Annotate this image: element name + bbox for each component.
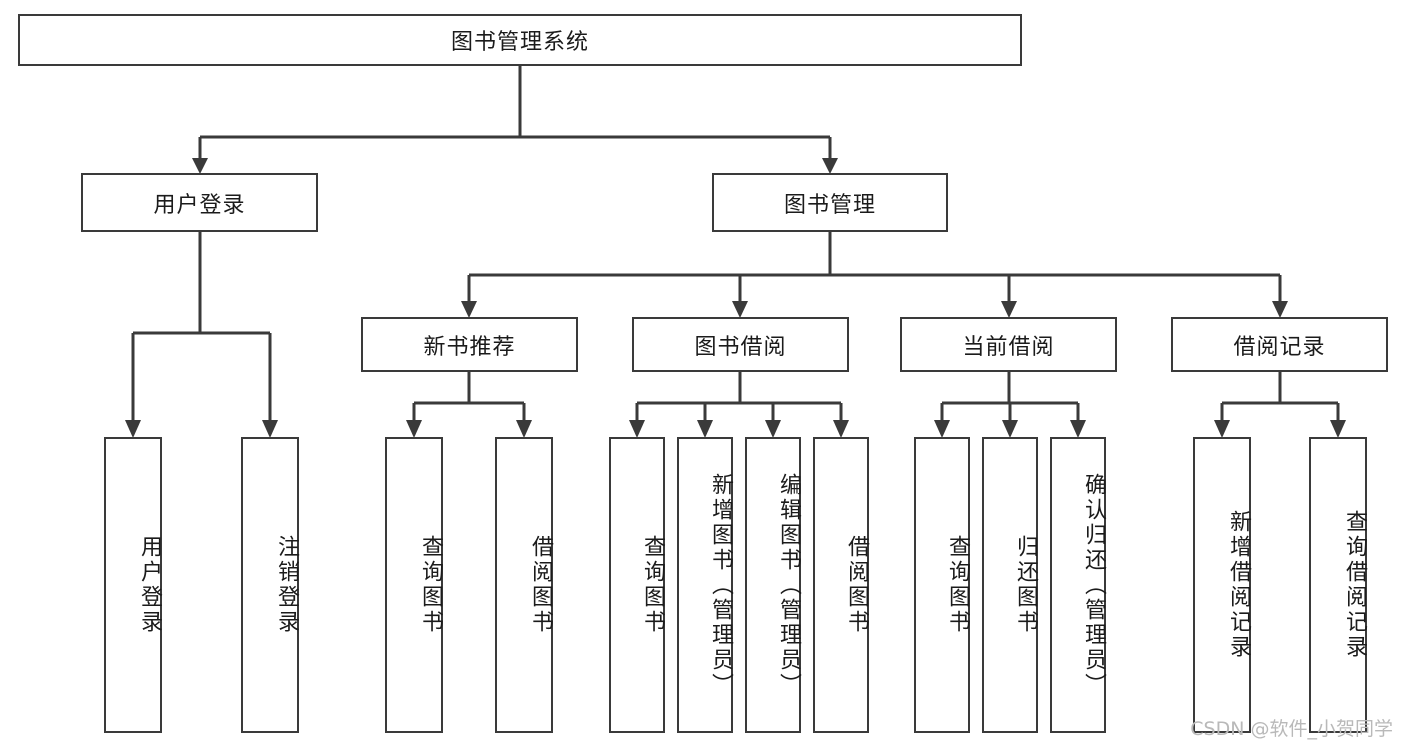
leaf-current-borrow-confirm[interactable]: 确认归还（管理员） <box>1050 437 1106 733</box>
node-root-label: 图书管理系统 <box>450 30 589 55</box>
arrowhead-nb-leaf2 <box>516 420 532 438</box>
arrowhead-user-login <box>192 158 208 174</box>
leaf-current-borrow-query[interactable]: 查询图书 <box>914 437 970 733</box>
leaf-label: 归还图书 <box>1013 535 1038 635</box>
arrowhead-book-manage <box>822 158 838 174</box>
arrowhead-ul-leaf1 <box>125 420 141 438</box>
arrowhead-br-leaf2 <box>1330 420 1346 438</box>
arrowhead-nb-leaf1 <box>406 420 422 438</box>
leaf-user-login-logout[interactable]: 注销登录 <box>241 437 299 733</box>
leaf-label: 查询图书 <box>945 535 970 635</box>
node-user-login[interactable]: 用户登录 <box>81 173 318 232</box>
arrowhead-new-book <box>461 301 477 318</box>
arrowhead-bb-leaf4 <box>833 420 849 438</box>
node-current-borrow-label: 当前借阅 <box>962 334 1055 360</box>
leaf-new-book-query[interactable]: 查询图书 <box>385 437 443 733</box>
arrowhead-cb-leaf1 <box>934 420 950 438</box>
leaf-label: 借阅图书 <box>844 535 869 635</box>
leaf-label: 编辑图书（管理员） <box>776 472 801 698</box>
leaf-label: 用户登录 <box>137 535 162 635</box>
leaf-user-login-login[interactable]: 用户登录 <box>104 437 162 733</box>
leaf-label: 注销登录 <box>274 535 299 635</box>
node-user-login-label: 用户登录 <box>153 192 246 218</box>
node-new-book-recommend-label: 新书推荐 <box>423 334 516 360</box>
leaf-book-borrow-query[interactable]: 查询图书 <box>609 437 665 733</box>
node-new-book-recommend[interactable]: 新书推荐 <box>361 317 578 372</box>
leaf-borrow-record-add[interactable]: 新增借阅记录 <box>1193 437 1251 733</box>
arrowhead-borrow-record <box>1272 301 1288 318</box>
arrowhead-bb-leaf3 <box>765 420 781 438</box>
leaf-label: 确认归还（管理员） <box>1081 472 1106 698</box>
arrowhead-ul-leaf2 <box>262 420 278 438</box>
node-borrow-record-label: 借阅记录 <box>1233 334 1326 360</box>
node-book-borrow-label: 图书借阅 <box>694 334 787 360</box>
leaf-label: 查询借阅记录 <box>1342 510 1367 660</box>
leaf-label: 查询图书 <box>640 535 665 635</box>
arrowhead-bb-leaf2 <box>697 420 713 438</box>
arrowhead-current-borrow <box>1001 301 1017 318</box>
node-book-manage-label: 图书管理 <box>783 192 876 218</box>
arrowhead-book-borrow <box>732 301 748 318</box>
leaf-label: 查询图书 <box>418 535 443 635</box>
arrowhead-br-leaf1 <box>1214 420 1230 438</box>
leaf-new-book-borrow[interactable]: 借阅图书 <box>495 437 553 733</box>
leaf-book-borrow-edit[interactable]: 编辑图书（管理员） <box>745 437 801 733</box>
leaf-current-borrow-return[interactable]: 归还图书 <box>982 437 1038 733</box>
leaf-book-borrow-add[interactable]: 新增图书（管理员） <box>677 437 733 733</box>
arrowhead-bb-leaf1 <box>629 420 645 438</box>
leaf-label: 借阅图书 <box>528 535 553 635</box>
watermark-text: CSDN @软件_小贺同学 <box>1190 718 1393 740</box>
node-borrow-record[interactable]: 借阅记录 <box>1171 317 1388 372</box>
node-current-borrow[interactable]: 当前借阅 <box>900 317 1117 372</box>
node-book-borrow[interactable]: 图书借阅 <box>632 317 849 372</box>
arrowhead-cb-leaf2 <box>1002 420 1018 438</box>
node-book-manage[interactable]: 图书管理 <box>712 173 948 232</box>
arrowhead-cb-leaf3 <box>1070 420 1086 438</box>
leaf-label: 新增借阅记录 <box>1226 510 1251 660</box>
leaf-borrow-record-query[interactable]: 查询借阅记录 <box>1309 437 1367 733</box>
node-root[interactable]: 图书管理系统 <box>18 14 1022 66</box>
leaf-book-borrow-borrow[interactable]: 借阅图书 <box>813 437 869 733</box>
leaf-label: 新增图书（管理员） <box>708 472 733 698</box>
